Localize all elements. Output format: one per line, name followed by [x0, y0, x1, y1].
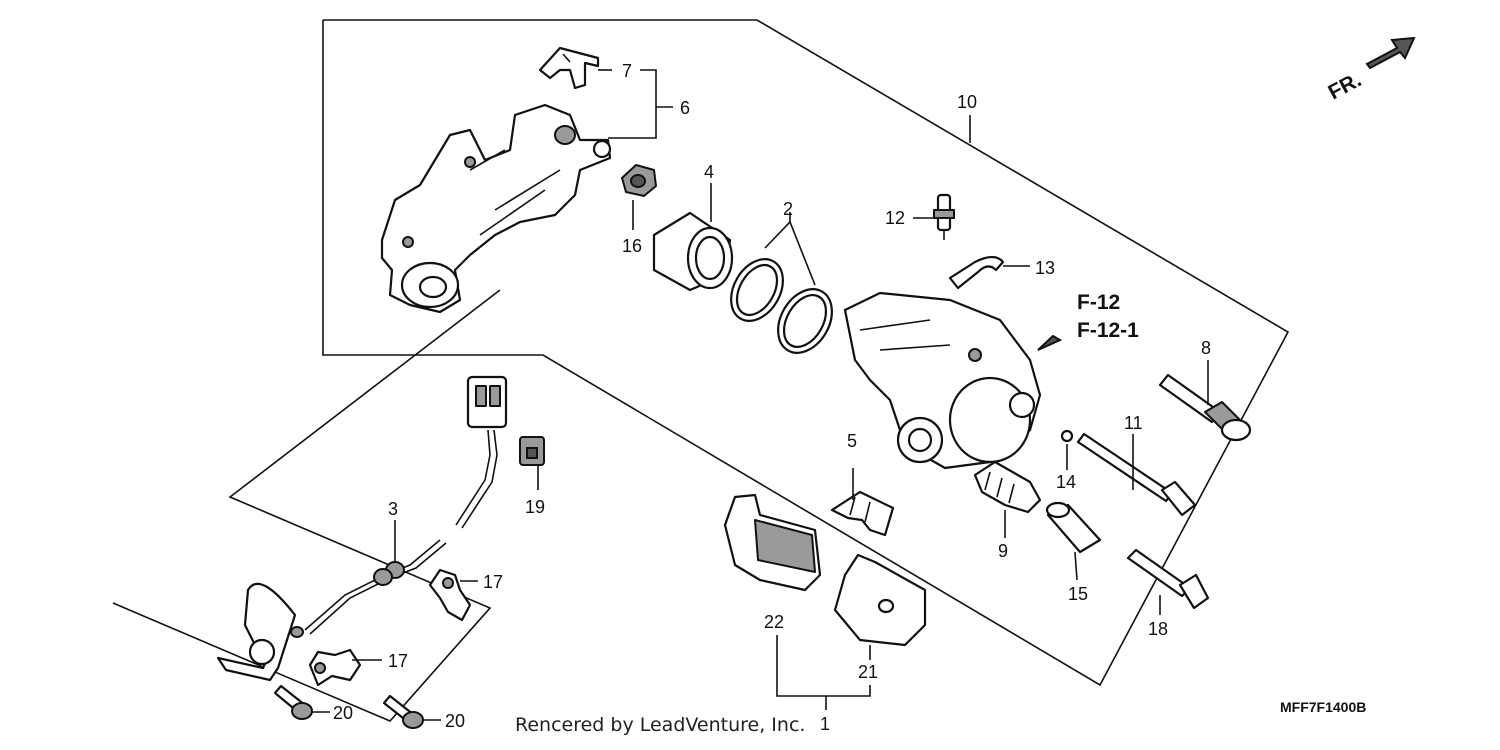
pin-sleeve[interactable] [1045, 501, 1102, 554]
callout-4: 4 [704, 162, 714, 182]
brake-pad-22[interactable] [723, 493, 822, 592]
front-label: FR. [1325, 68, 1366, 104]
callout-11: 11 [1124, 413, 1143, 433]
callout-9: 9 [998, 541, 1008, 561]
callout-1: 1 [820, 714, 830, 734]
callout-12: 12 [885, 208, 905, 228]
callout-6: 6 [680, 98, 690, 118]
diagram-code: MFF7F1400B [1280, 699, 1366, 715]
reference-f12-1[interactable]: F-12-1 [1077, 319, 1139, 342]
callout-numbers: 7 6 4 2 16 12 13 10 8 11 14 9 15 18 5 3 … [333, 61, 1211, 734]
harness-clamp-lower[interactable] [308, 648, 362, 687]
pad-spring-clip[interactable] [538, 46, 600, 90]
callout-8: 8 [1201, 338, 1211, 358]
wheel-speed-sensor[interactable] [216, 375, 508, 682]
credit-text: Rencered by LeadVenture, Inc. [515, 714, 805, 736]
callout-5: 5 [847, 431, 857, 451]
callout-21: 21 [858, 662, 878, 682]
flange-bolt-20b[interactable] [382, 694, 424, 729]
harness-clamp-upper[interactable] [428, 568, 472, 622]
caliper-bracket[interactable] [380, 103, 612, 314]
callout-18: 18 [1148, 619, 1168, 639]
caliper-assembly-frame [322, 19, 1290, 687]
pad-pin-bolt[interactable] [1158, 373, 1252, 442]
flange-bolt-20a[interactable] [273, 684, 313, 720]
connector-cap[interactable] [519, 436, 545, 466]
callout-17a: 17 [483, 572, 503, 592]
callout-19: 19 [525, 497, 545, 517]
front-direction-arrow: FR. [1325, 36, 1416, 104]
bleeder-cap[interactable] [621, 164, 657, 197]
callout-10: 10 [957, 92, 977, 112]
leader-lines [312, 69, 1209, 721]
callout-13: 13 [1035, 258, 1055, 278]
callout-15: 15 [1068, 584, 1088, 604]
callout-20a: 20 [333, 703, 353, 723]
callout-17b: 17 [388, 651, 408, 671]
callout-3: 3 [388, 499, 398, 519]
callout-14: 14 [1056, 472, 1076, 492]
callout-2: 2 [783, 199, 793, 219]
o-ring[interactable] [1060, 429, 1074, 443]
caliper-body[interactable] [843, 291, 1042, 470]
bleeder-screw[interactable] [933, 193, 955, 240]
piston-seals[interactable] [721, 250, 843, 363]
pin-boot[interactable] [973, 460, 1042, 514]
reference-f12[interactable]: F-12 [1077, 291, 1120, 314]
brake-pad-21[interactable] [833, 553, 927, 647]
callout-22: 22 [764, 612, 784, 632]
flange-bolt-18[interactable] [1126, 548, 1210, 610]
callout-20b: 20 [445, 711, 465, 731]
callout-7: 7 [622, 61, 632, 81]
pad-pin-clip[interactable] [948, 255, 1005, 290]
caliper-piston[interactable] [652, 211, 734, 292]
slide-pin[interactable] [1076, 432, 1197, 517]
pad-spring[interactable] [830, 490, 895, 537]
callout-16: 16 [622, 236, 642, 256]
sensor-assembly-frame [112, 289, 501, 722]
